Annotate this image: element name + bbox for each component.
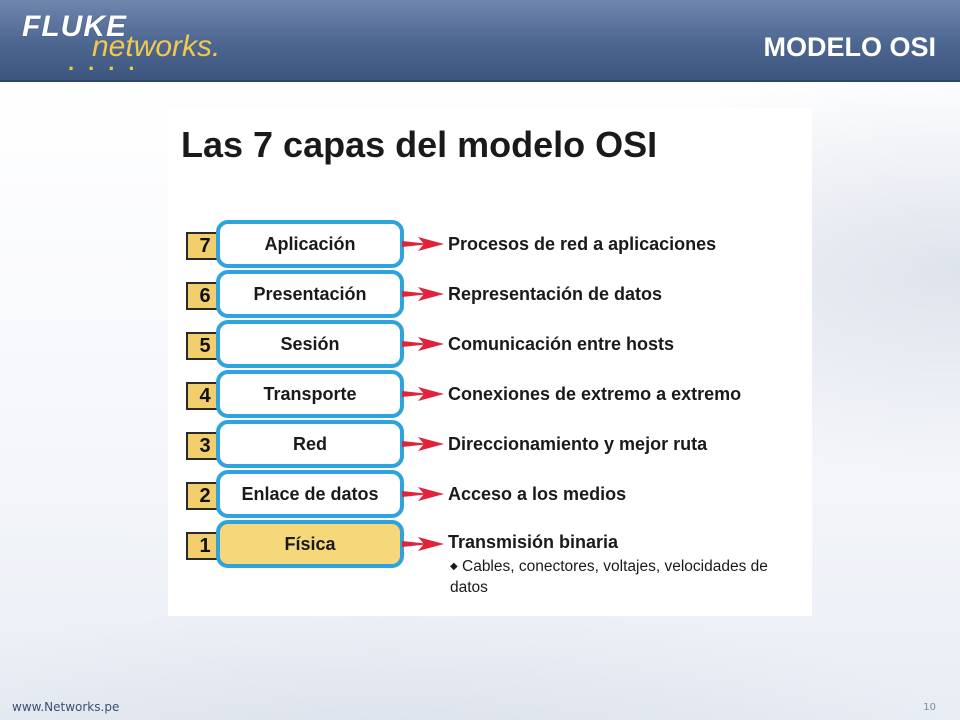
layer-description: Conexiones de extremo a extremo — [448, 384, 742, 404]
layer-name: Red — [216, 420, 404, 468]
layer-name: Sesión — [216, 320, 404, 368]
layer-description: Representación de datos — [448, 284, 663, 304]
arrow-icon — [400, 434, 446, 454]
layer-description: Transmisión binaria — [448, 532, 619, 552]
layer-name: Enlace de datos — [216, 470, 404, 518]
layer-row-4: 4 Transporte Conexiones de extremo a ext… — [0, 370, 960, 420]
networks-logo-text: networks. — [92, 30, 221, 63]
layer-description: Procesos de red a aplicaciones — [448, 234, 717, 254]
slide-header: FLUKE networks. .... MODELO OSI — [0, 0, 960, 82]
page-number: 10 — [923, 702, 936, 713]
layer-row-2: 2 Enlace de datos Acceso a los medios — [0, 470, 960, 520]
layer-description: Comunicación entre hosts — [448, 334, 675, 354]
arrow-icon — [400, 534, 446, 554]
note-text: Cables, conectores, voltajes, velocidade… — [450, 558, 768, 596]
arrow-icon — [400, 384, 446, 404]
layer-name: Aplicación — [216, 220, 404, 268]
layer-row-1: 1 Física Transmisión binaria — [0, 520, 960, 570]
arrow-icon — [400, 284, 446, 304]
slide-title: MODELO OSI — [763, 32, 936, 62]
bullet-icon: ◆ — [450, 561, 458, 572]
layer-description: Acceso a los medios — [448, 484, 627, 504]
footer-url[interactable]: www.Networks.pe — [12, 700, 120, 714]
layer-row-7: 7 Aplicación Procesos de red a aplicacio… — [0, 220, 960, 270]
layer-row-6: 6 Presentación Representación de datos — [0, 270, 960, 320]
diagram-title: Las 7 capas del modelo OSI — [181, 124, 658, 165]
arrow-icon — [400, 484, 446, 504]
arrow-icon — [400, 334, 446, 354]
physical-layer-note: ◆Cables, conectores, voltajes, velocidad… — [450, 556, 800, 598]
layer-row-3: 3 Red Direccionamiento y mejor ruta — [0, 420, 960, 470]
logo-dots: .... — [68, 50, 149, 75]
fluke-logo-text: FLUKE — [22, 10, 127, 43]
layer-row-5: 5 Sesión Comunicación entre hosts — [0, 320, 960, 370]
layer-name: Física — [216, 520, 404, 568]
arrow-icon — [400, 234, 446, 254]
layer-description: Direccionamiento y mejor ruta — [448, 434, 708, 454]
layer-name: Transporte — [216, 370, 404, 418]
layer-name: Presentación — [216, 270, 404, 318]
